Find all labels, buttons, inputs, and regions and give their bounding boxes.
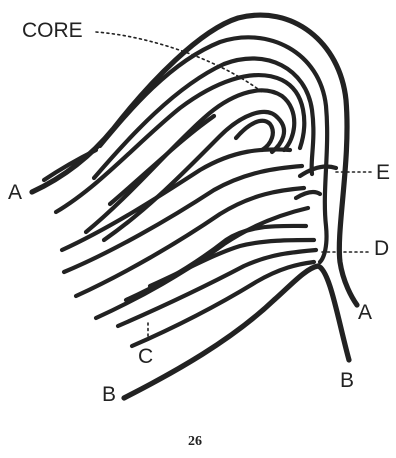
page-number: 26 <box>188 435 202 449</box>
ridge-core-innermost <box>236 121 273 150</box>
label-a-left: A <box>8 182 22 203</box>
ridge-lower-1 <box>62 149 290 250</box>
ridge-left-stub <box>44 150 96 180</box>
ridge-delta-e <box>300 166 336 176</box>
label-c: C <box>138 346 153 367</box>
label-e: E <box>376 162 390 183</box>
label-b-right: B <box>340 370 354 391</box>
ridge-delta-upper <box>296 192 320 198</box>
label-b-left: B <box>102 384 116 405</box>
fingerprint-ridges <box>32 15 357 398</box>
label-core: CORE <box>22 20 83 41</box>
ridge-lower-5 <box>126 226 306 300</box>
label-a-right: A <box>358 302 372 323</box>
label-d: D <box>374 238 389 259</box>
